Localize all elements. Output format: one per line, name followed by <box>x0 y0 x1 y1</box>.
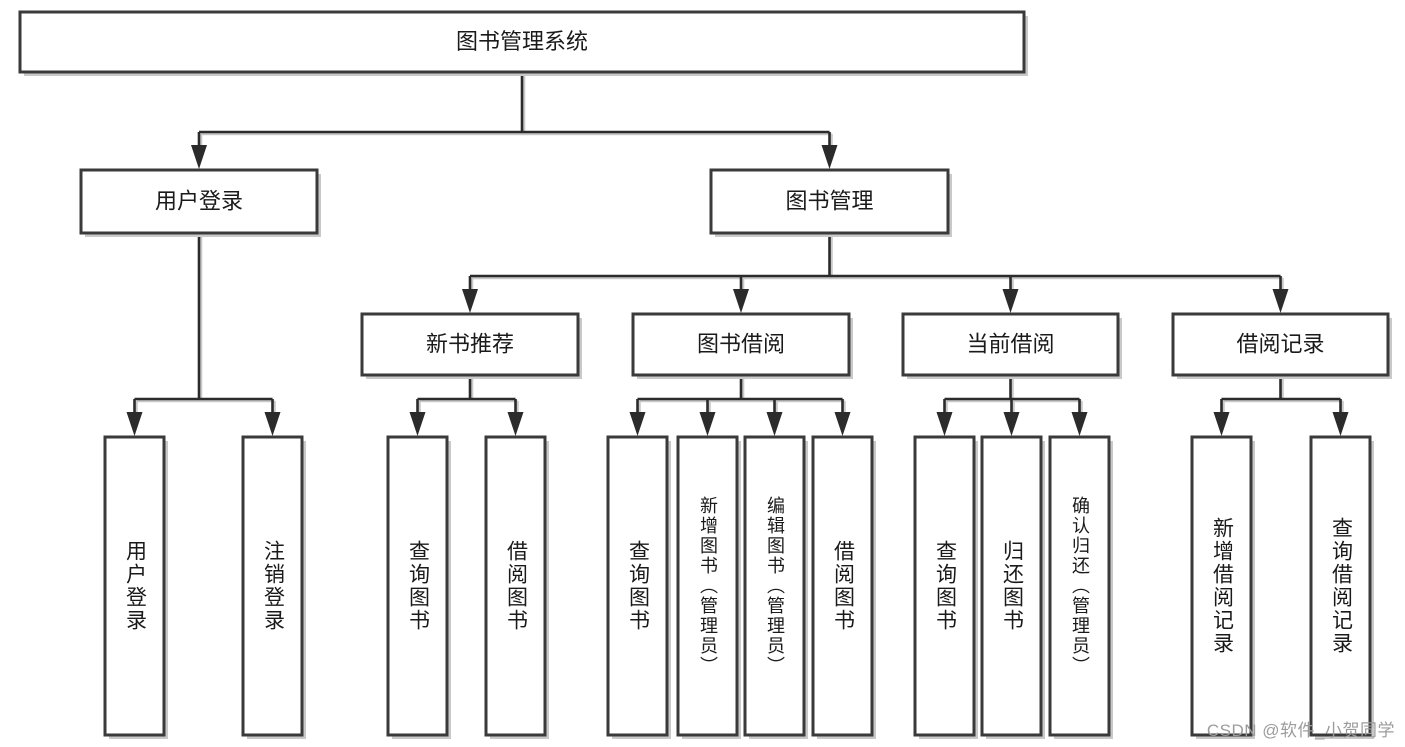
node-leaf-edit-book[interactable] <box>743 435 806 737</box>
node-leaf-query-book-rec[interactable] <box>386 435 449 737</box>
node-leaf-query-record[interactable] <box>1309 435 1372 737</box>
node-leaf-borrow-book-rec[interactable] <box>484 435 547 737</box>
watermark: CSDN @软件_小贺同学 <box>1206 721 1395 740</box>
node-user-login[interactable] <box>79 168 319 235</box>
node-current-borrow[interactable] <box>901 312 1120 377</box>
boxes-layer <box>18 10 1392 739</box>
node-leaf-add-book[interactable] <box>676 435 739 737</box>
node-leaf-return-book[interactable] <box>980 435 1043 737</box>
node-label-new-book-rec: 新书推荐 <box>426 331 514 356</box>
node-book-manage[interactable] <box>709 168 950 235</box>
node-label-user-login: 用户登录 <box>155 188 243 213</box>
node-root[interactable] <box>18 10 1026 74</box>
node-leaf-borrow-book-bb[interactable] <box>811 435 874 737</box>
node-label-current-borrow: 当前借阅 <box>966 331 1054 356</box>
node-label-book-borrow: 图书借阅 <box>697 331 785 356</box>
node-leaf-query-book-bb[interactable] <box>606 435 669 737</box>
node-label-book-manage: 图书管理 <box>785 188 873 213</box>
node-label-root: 图书管理系统 <box>456 29 588 54</box>
node-leaf-add-record[interactable] <box>1190 435 1253 737</box>
node-label-borrow-record: 借阅记录 <box>1236 331 1324 356</box>
node-leaf-logout[interactable] <box>241 435 304 737</box>
node-new-book-rec[interactable] <box>360 312 580 377</box>
edges-layer <box>126 72 1349 436</box>
node-leaf-user-login[interactable] <box>103 435 166 737</box>
node-book-borrow[interactable] <box>631 312 851 377</box>
node-leaf-confirm-return[interactable] <box>1048 435 1111 737</box>
node-borrow-record[interactable] <box>1171 312 1390 377</box>
node-leaf-query-book-cb[interactable] <box>913 435 976 737</box>
